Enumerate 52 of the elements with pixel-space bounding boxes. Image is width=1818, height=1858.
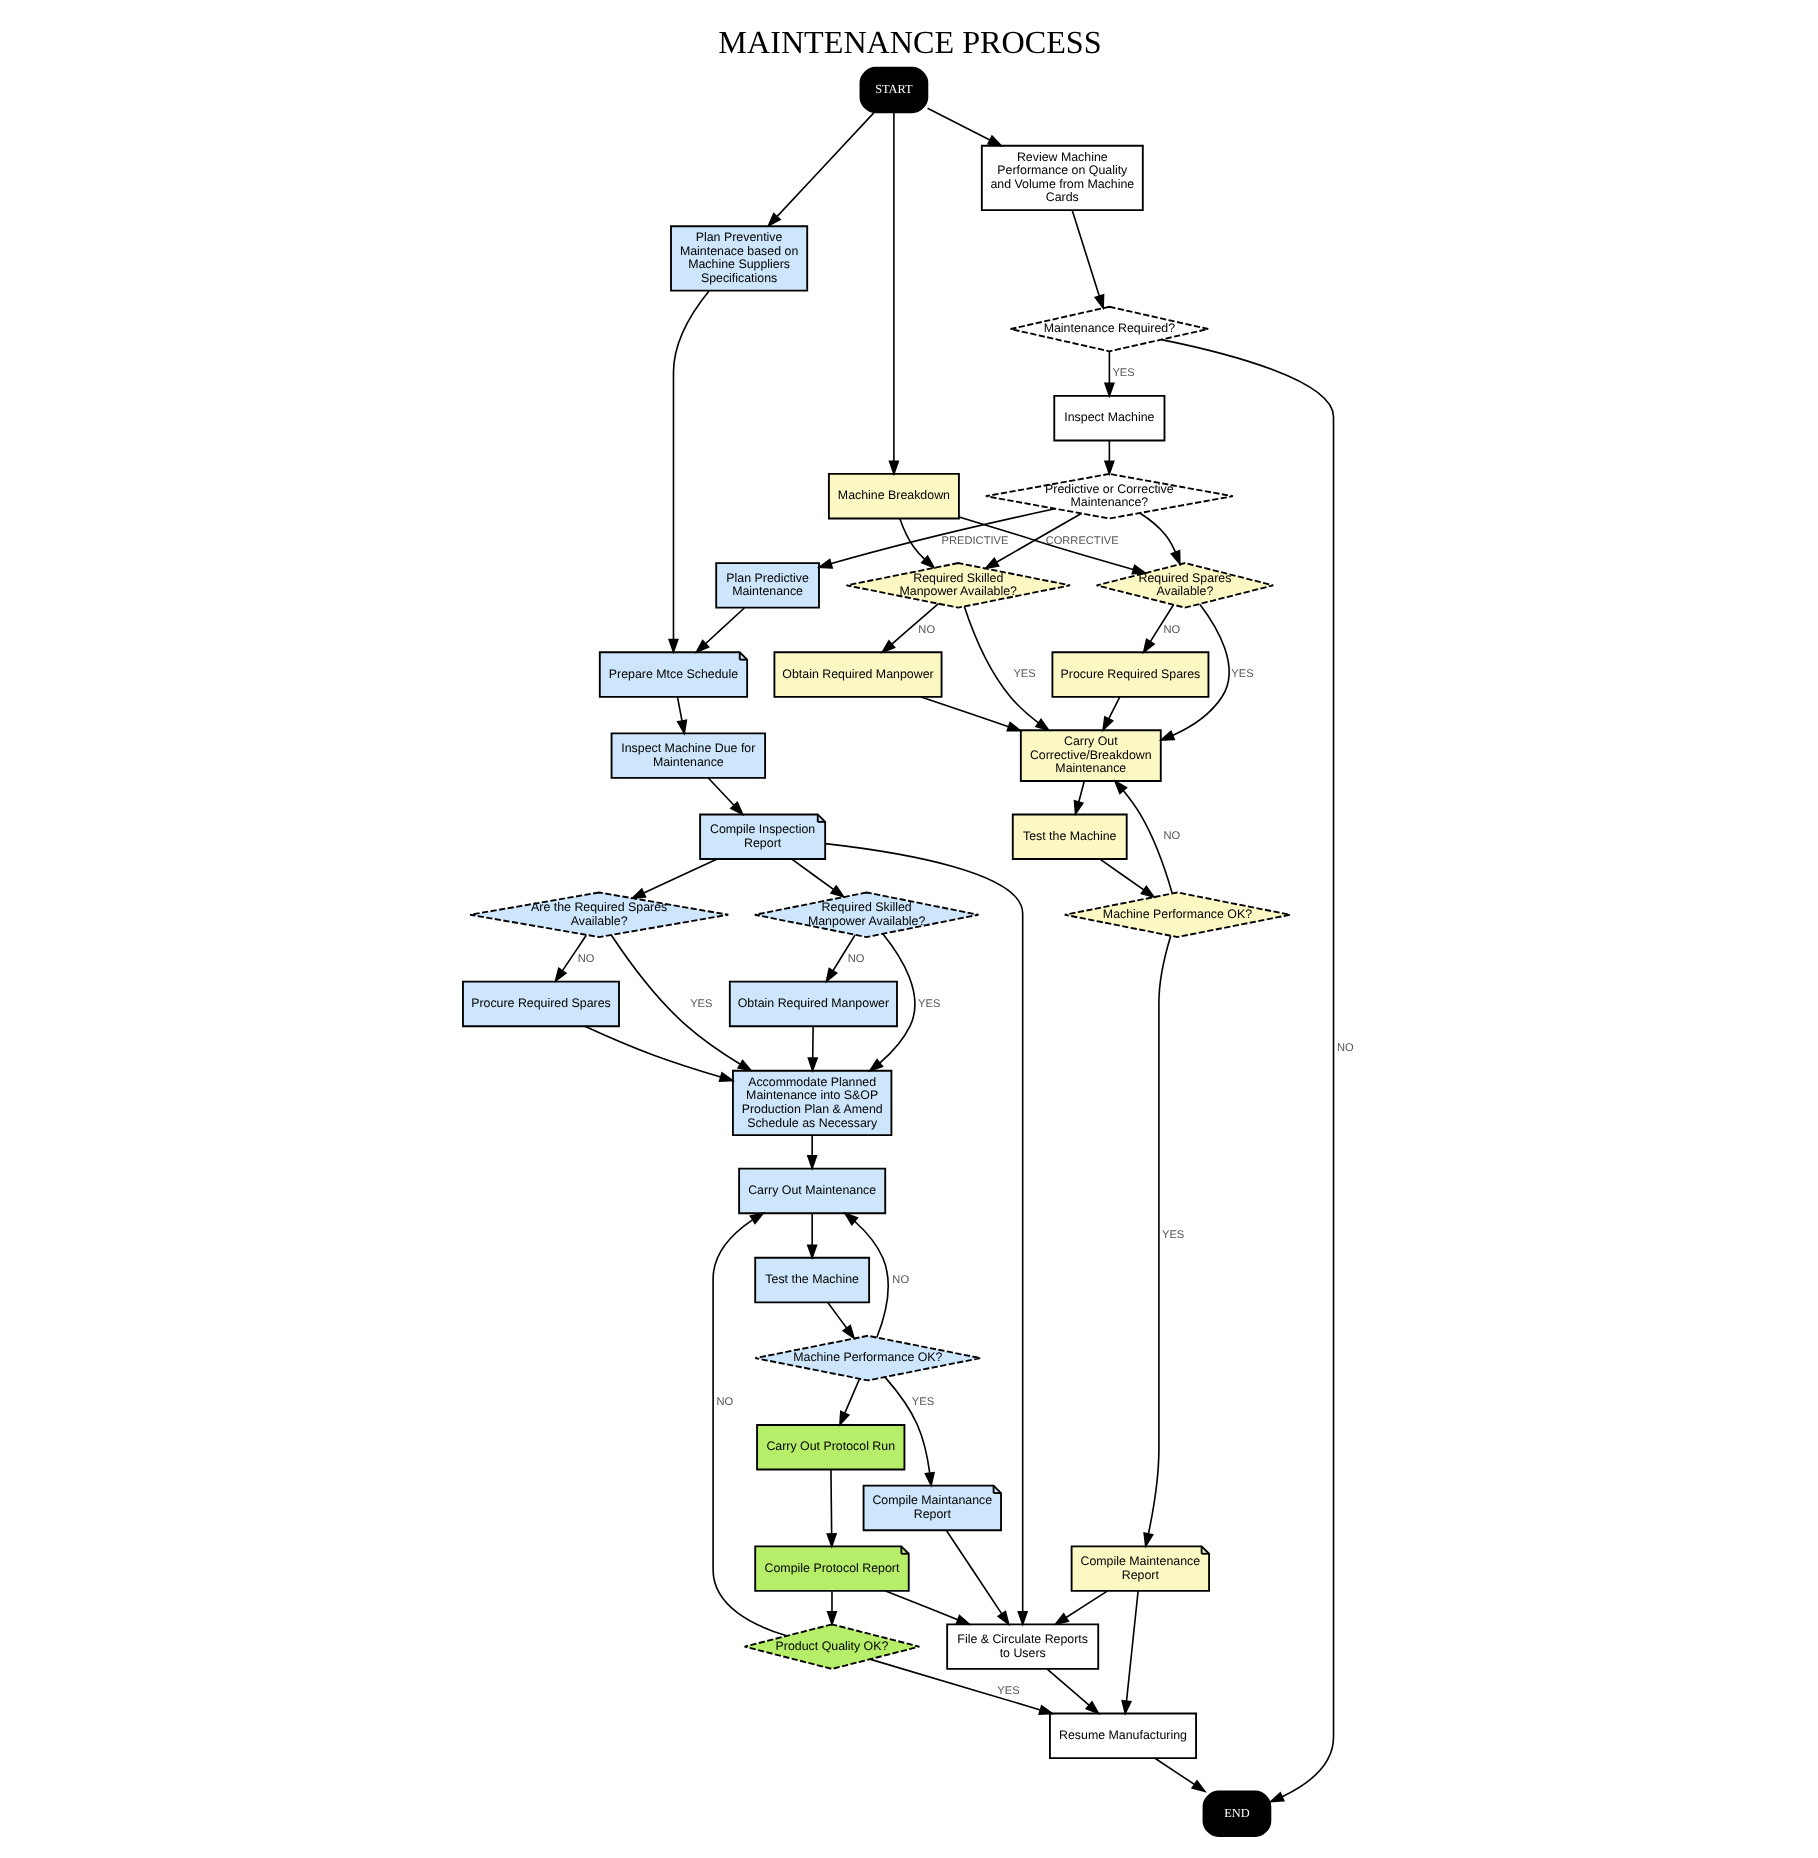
arrow — [1098, 858, 1155, 899]
arrow — [982, 512, 1082, 570]
arrow — [1120, 1590, 1138, 1716]
arrow — [1052, 1590, 1108, 1626]
arrow — [944, 1529, 1009, 1627]
arrow — [693, 607, 745, 654]
arrow — [1102, 440, 1114, 477]
arrow — [805, 1212, 817, 1261]
arrow — [868, 1658, 1054, 1715]
arrow — [583, 1025, 734, 1083]
arrow — [1159, 338, 1334, 1803]
arrow — [1138, 512, 1180, 567]
arrow — [815, 507, 1055, 569]
arrow — [629, 858, 717, 900]
arrow — [553, 934, 587, 984]
arrow — [1142, 935, 1171, 1549]
arrow — [837, 1378, 860, 1427]
arrow — [962, 605, 1050, 732]
arrow — [1157, 603, 1229, 741]
arrow — [867, 933, 915, 1073]
arrow — [957, 516, 1147, 575]
arrow — [887, 111, 899, 477]
arrow — [823, 842, 1028, 1627]
arrow — [824, 934, 855, 984]
arrow — [826, 1301, 855, 1341]
arrow — [925, 107, 1003, 147]
arrow — [675, 696, 687, 736]
arrow — [790, 858, 845, 899]
arrow — [879, 602, 939, 654]
arrow — [1101, 696, 1120, 733]
arrow — [825, 1468, 837, 1549]
arrow — [806, 1025, 818, 1073]
arrow — [667, 290, 709, 655]
arrow — [765, 111, 874, 228]
arrow — [1153, 1757, 1206, 1793]
arrow — [883, 1590, 971, 1626]
arrow — [883, 1376, 935, 1488]
arrow — [1070, 209, 1104, 311]
arrow — [706, 777, 744, 817]
arrow — [1141, 604, 1174, 655]
arrow — [842, 1211, 888, 1339]
arrow — [1112, 779, 1172, 895]
arrow — [898, 518, 935, 570]
arrow — [825, 1590, 837, 1627]
diagram-title: MAINTENANCE PROCESS — [717, 26, 1101, 61]
arrow — [1072, 780, 1085, 817]
arrow — [1045, 1668, 1100, 1715]
arrow — [1102, 350, 1114, 399]
arrow — [711, 1211, 787, 1637]
arrow — [609, 934, 753, 1072]
arrow — [918, 696, 1022, 732]
arrow — [805, 1134, 817, 1171]
